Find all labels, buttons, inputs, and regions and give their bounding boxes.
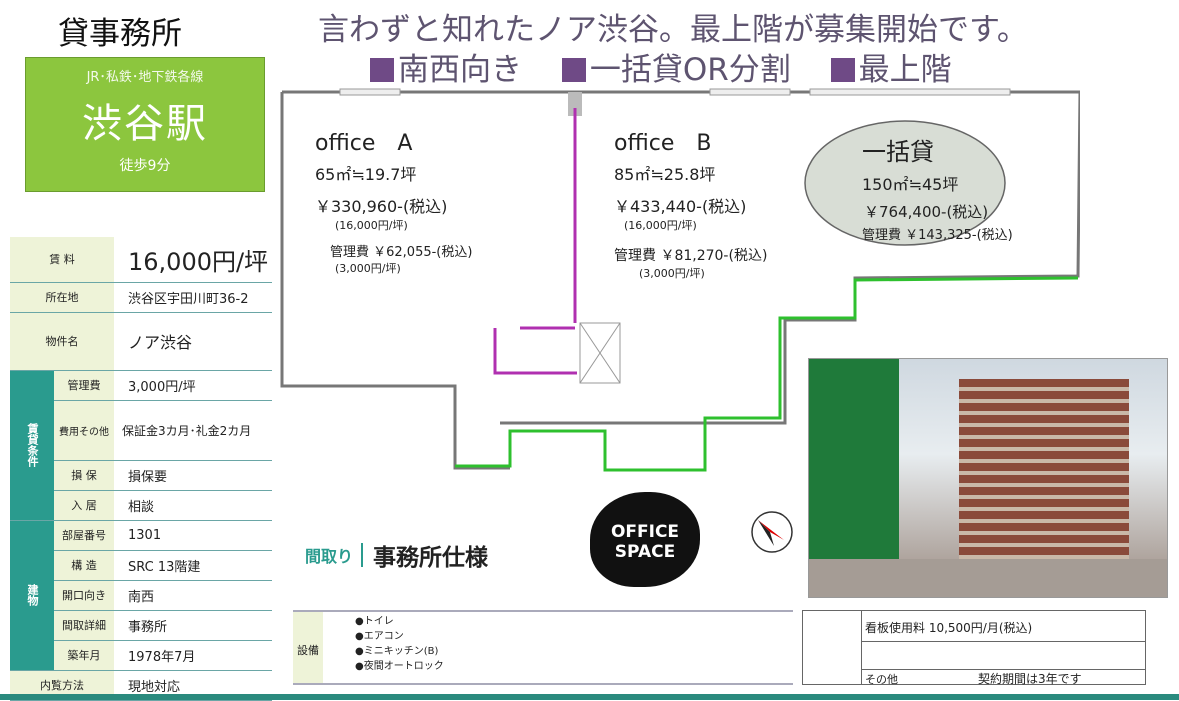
label: 間取詳細 [54,610,114,641]
label: 賃 料 [10,237,114,283]
headline-points: 南西向き 一括貸OR分割 最上階 [370,44,982,89]
equipment-list: ●トイレ ●エアコン ●ミニキッチン(B) ●夜間オートロック [355,614,444,674]
madori-label: 間取り [305,543,364,567]
room-value: 1301 [114,520,272,551]
office-space-logo: OFFICE SPACE [590,492,700,587]
building-group-label: 建物 [10,520,54,671]
sign-fee: 看板使用料 10,500円/月(税込) [865,621,1033,635]
other-table: 看板使用料 10,500円/月(税込) その他 契約期間は3年です [802,610,1146,686]
whole-floor: 一括貸 150㎡≒45坪 ￥764,400-(税込) 管理費 ￥143,325-… [862,132,1013,243]
label: 物件名 [10,312,114,371]
equipment-table: 設備 ●トイレ ●エアコン ●ミニキッチン(B) ●夜間オートロック [293,610,793,685]
office-b: office B 85㎡≒25.8坪 ￥433,440-(税込) (16,000… [614,125,767,281]
built-value: 1978年7月 [114,640,272,671]
label: 開口向き [54,580,114,611]
other-cost-value: 保証金3カ月･礼金2カ月 [114,400,272,461]
equipment-label: 設備 [293,612,323,683]
point: 南西向き [398,52,522,88]
bottom-bar [0,694,1179,700]
office-b-rent-unit: (16,000円/坪) [624,219,697,232]
other-label: その他 [865,673,898,686]
lease-group-label: 賃貸条件 [10,370,54,521]
station-box: JR･私鉄･地下鉄各線 渋谷駅 徒歩9分 [25,57,265,192]
label: 管理費 [54,370,114,401]
label: 築年月 [54,640,114,671]
office-b-area: 85㎡≒25.8坪 [614,165,716,184]
building-name-value: ノア渋谷 [114,312,272,371]
floor-plan [280,88,1080,472]
point: 最上階 [858,52,952,88]
equipment-item: ●夜間オートロック [355,661,444,672]
point: 一括貸OR分割 [589,52,791,88]
office-a-mgmt: 管理費 ￥62,055-(税込) [330,245,473,260]
label: 所在地 [10,282,114,313]
station-lines: JR･私鉄･地下鉄各線 [86,70,204,85]
office-b-mgmt-unit: (3,000円/坪) [639,267,705,280]
office-b-name: office B [614,131,712,156]
madori-value: 事務所仕様 [373,545,489,571]
label: 入 居 [54,490,114,521]
label: 部屋番号 [54,520,114,551]
page-title: 貸事務所 [58,16,182,52]
station-walk: 徒歩9分 [119,158,171,174]
office-a-mgmt-unit: (3,000円/坪) [335,262,401,275]
square-bullet-icon [561,58,586,82]
office-b-rent: ￥433,440-(税込) [614,197,747,216]
mgmt-value: 3,000円/坪 [114,370,272,401]
office-a-rent-unit: (16,000円/坪) [335,219,408,232]
whole-name: 一括貸 [862,138,934,166]
whole-mgmt: 管理費 ￥143,325-(税込) [862,228,1013,243]
square-bullet-icon [370,58,394,82]
equipment-item: ●ミニキッチン(B) [355,646,439,657]
structure-value: SRC 13階建 [114,550,272,581]
whole-rent: ￥764,400-(税込) [864,203,989,221]
office-a-name: office A [315,131,413,156]
office-b-mgmt: 管理費 ￥81,270-(税込) [614,248,768,264]
station-name: 渋谷駅 [82,101,208,147]
building-photo [808,358,1168,598]
layout-value: 事務所 [114,610,272,641]
label: 構 造 [54,550,114,581]
move-in-value: 相談 [114,490,272,521]
insurance-value: 損保要 [114,460,272,491]
headline: 言わずと知れたノア渋谷。最上階が募集開始です。 [318,12,1028,48]
other-value: 契約期間は3年です [978,672,1082,686]
office-a: office A 65㎡≒19.7坪 ￥330,960-(税込) (16,000… [315,125,472,276]
whole-area: 150㎡≒45坪 [862,175,959,194]
equipment-item: ●エアコン [355,631,404,642]
label: 費用その他 [54,400,114,461]
rent-value: 16,000円/坪 [114,237,272,283]
madori: 間取り 事務所仕様 [305,538,488,572]
facing-value: 南西 [114,580,272,611]
address-value: 渋谷区宇田川町36-2 [114,282,272,313]
office-a-area: 65㎡≒19.7坪 [315,165,417,184]
logo-text: OFFICE SPACE [610,522,680,562]
equipment-item: ●トイレ [355,616,394,627]
square-bullet-icon [830,58,855,82]
label: 損 保 [54,460,114,491]
compass-icon [751,511,793,553]
office-a-rent: ￥330,960-(税込) [315,197,448,216]
